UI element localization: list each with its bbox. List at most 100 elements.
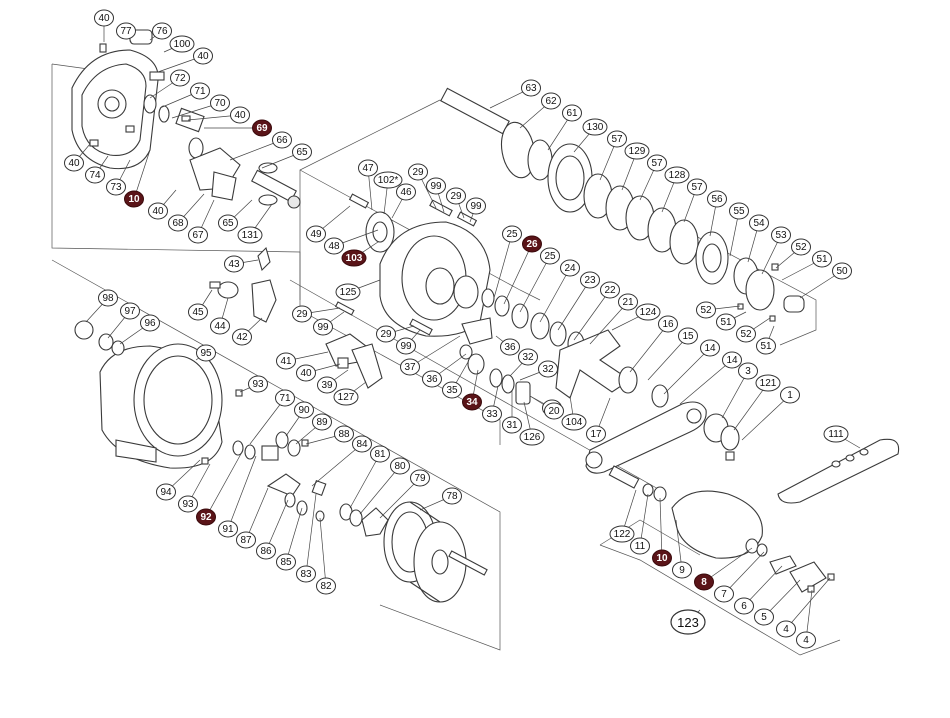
callout-label: 93 [182,499,194,510]
callout-label: 78 [446,491,458,502]
part-callout-51: 51 [812,250,832,268]
leader-line [629,323,669,373]
part-callout-54: 54 [749,214,769,232]
part-callout-121: 121 [755,374,781,392]
part-callout-57: 57 [687,178,707,196]
part-callout-16: 16 [658,315,678,333]
callout-label: 55 [733,206,745,217]
part-callout-63: 63 [521,79,541,97]
callout-label: 4 [803,635,809,646]
callout-label: 68 [172,218,184,229]
callout-label: 29 [380,329,392,340]
callout-label: 57 [611,134,623,145]
callout-label: 17 [590,429,602,440]
callout-label: 85 [280,557,292,568]
callout-label: 91 [222,524,234,535]
callout-label: 62 [545,96,557,107]
part-callout-68: 68 [168,214,188,232]
part-callout-97: 97 [120,302,140,320]
callout-label: 102* [378,175,399,186]
leader-line [503,243,533,305]
spool [339,501,488,603]
callout-label: 43 [228,259,240,270]
callout-label: 46 [400,187,412,198]
part-callout-69: 69 [252,119,272,137]
callout-label: 32 [522,352,534,363]
part-callout-80: 80 [390,457,410,475]
part-callout-70: 70 [210,94,230,112]
callout-label: 50 [836,266,848,277]
part-callout-25: 25 [540,247,560,265]
callout-label: 54 [753,218,765,229]
callout-label: 7 [721,589,727,600]
leader-line [265,499,289,552]
callout-label: 51 [816,254,828,265]
callout-label: 127 [338,392,355,403]
callout-label: 84 [356,439,368,450]
leader-line [557,279,591,331]
part-callout-10: 10 [652,549,672,567]
part-callout-21: 21 [618,293,638,311]
leader-line [679,359,733,405]
callout-label: 14 [704,343,716,354]
callout-label: 69 [256,123,268,134]
part-callout-81: 81 [370,445,390,463]
part-callout-125: 125 [335,283,361,301]
callout-label: 98 [102,293,114,304]
callout-label: 99 [400,341,412,352]
callout-label: 42 [236,332,248,343]
callout-label: 130 [587,122,604,133]
part-callout-35: 35 [442,381,462,399]
leader-line [205,451,243,518]
part-callout-111: 111 [823,425,849,443]
part-callout-49: 49 [306,225,326,243]
leader-line [733,382,769,431]
part-callout-96: 96 [140,314,160,332]
part-callout-71: 71 [190,82,210,100]
leader-line [319,517,327,587]
part-callout-124: 124 [635,303,661,321]
callout-label: 14 [726,355,738,366]
part-callout-14: 14 [700,339,720,357]
part-callout-91: 91 [218,520,238,538]
callout-label: 1 [787,390,793,401]
part-callout-4: 4 [776,620,796,638]
callout-label: 39 [321,380,333,391]
callout-label: 47 [362,163,374,174]
leader-line [639,493,649,547]
part-callout-57: 57 [607,130,627,148]
callout-label: 83 [300,569,312,580]
part-callout-6: 6 [734,597,754,615]
callout-label: 82 [320,581,332,592]
part-callout-56: 56 [707,190,727,208]
callout-label: 29 [450,191,462,202]
part-callout-51: 51 [716,313,736,331]
part-callout-99: 99 [313,318,333,336]
callout-label: 40 [98,13,110,24]
part-callout-127: 127 [333,388,359,406]
callout-label: 65 [222,218,234,229]
part-callout-67: 67 [188,226,208,244]
leader-line [589,301,629,345]
callout-label: 103 [346,253,363,264]
callout-label: 128 [669,170,686,181]
part-callout-29: 29 [292,305,312,323]
callout-label: 40 [197,51,209,62]
callout-label: 21 [622,297,634,308]
part-callout-86: 86 [256,542,276,560]
part-callout-40: 40 [94,9,114,27]
callout-label: 79 [414,473,426,484]
part-callout-15: 15 [678,327,698,345]
main-gear-stack [440,87,805,322]
leader-line [743,565,783,607]
callout-label: 40 [234,110,246,121]
callout-label: 96 [144,318,156,329]
part-callout-32: 32 [518,348,538,366]
leader-line [723,551,765,595]
part-callout-48: 48 [324,237,344,255]
part-callout-87: 87 [236,531,256,549]
callout-label: 89 [316,417,328,428]
callout-label: 36 [426,374,438,385]
part-callout-83: 83 [296,565,316,583]
